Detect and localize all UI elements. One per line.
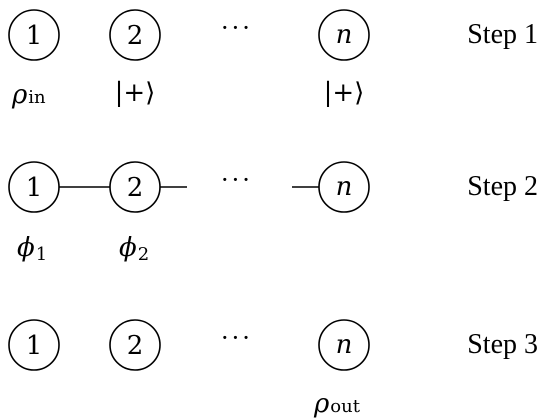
rho-in-subscript: in [28, 87, 46, 108]
step-1-node-2: 2 [109, 9, 161, 61]
rho-in-annotation: ρin [11, 80, 46, 110]
step-1-node-n: n [318, 9, 370, 61]
rho-out-subscript: out [330, 396, 360, 417]
step-3-node-n: n [318, 319, 370, 371]
step-3-label: Step 3 [467, 329, 538, 360]
rho-out-symbol: ρ [313, 389, 330, 419]
step-2-row: 1 2 ··· n Step 2 ϕ1 ϕ2 [8, 161, 538, 265]
step-1-ellipsis: ··· [221, 14, 253, 42]
step-3-node-1-label: 1 [26, 331, 43, 361]
step-1-node-n-label: n [336, 20, 353, 50]
step-2-node-n-label: n [336, 172, 353, 202]
rho-out-annotation: ρout [313, 389, 361, 419]
step-3-node-n-label: n [336, 330, 353, 360]
step-1-node-1: 1 [8, 9, 60, 61]
step-3-node-2: 2 [109, 319, 161, 371]
plus-state-node-n: |+⟩ [324, 78, 365, 108]
step-3-ellipsis: ··· [221, 324, 253, 352]
step-2-node-1-label: 1 [26, 173, 43, 203]
phi-2-annotation: ϕ2 [119, 233, 149, 265]
step-3-node-2-label: 2 [127, 331, 144, 361]
step-2-node-1: 1 [8, 161, 60, 213]
phi-1-annotation: ϕ1 [17, 233, 47, 265]
phi-1-subscript: 1 [36, 244, 47, 265]
step-1-label: Step 1 [467, 19, 538, 50]
step-2-node-2: 2 [109, 161, 161, 213]
step-2-node-n: n [318, 161, 370, 213]
step-2-label: Step 2 [467, 171, 538, 202]
step-2-node-2-label: 2 [127, 173, 144, 203]
plus-state-node-2: |+⟩ [115, 78, 156, 108]
step-1-node-1-label: 1 [26, 21, 43, 51]
step-3-node-1: 1 [8, 319, 60, 371]
step-2-ellipsis: ··· [221, 166, 253, 194]
step-3-row: 1 2 ··· n Step 3 ρout [8, 319, 538, 419]
phi-1-symbol: ϕ [17, 233, 35, 263]
step-1-node-2-label: 2 [127, 21, 144, 51]
rho-in-symbol: ρ [11, 80, 28, 110]
phi-2-symbol: ϕ [119, 233, 137, 263]
phi-2-subscript: 2 [138, 244, 149, 265]
step-1-row: 1 2 ··· n Step 1 ρin |+⟩ |+⟩ [8, 9, 538, 110]
